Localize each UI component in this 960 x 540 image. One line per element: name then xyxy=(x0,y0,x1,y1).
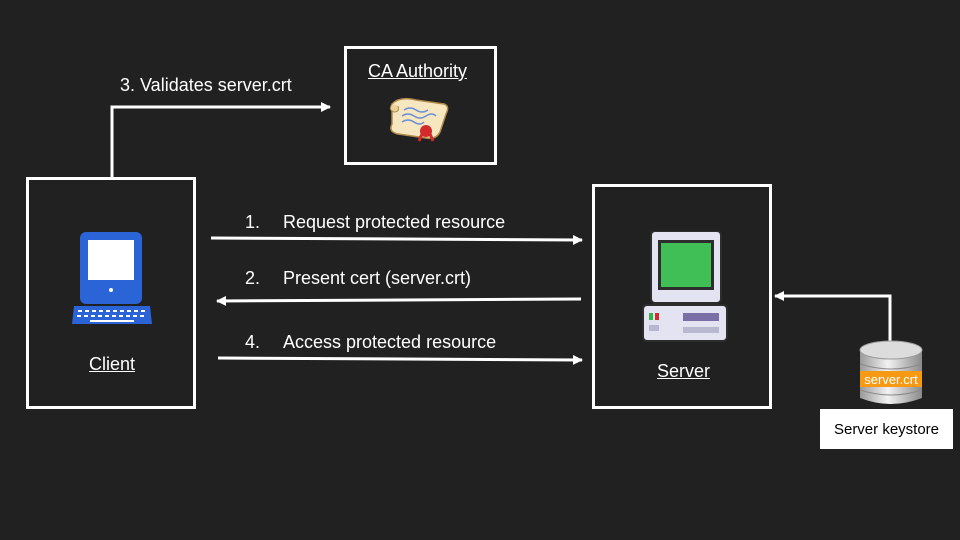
arrow-present-cert xyxy=(216,295,582,306)
ca-authority-box xyxy=(344,46,497,165)
arrow-request xyxy=(210,234,583,245)
step-2-number: 2. xyxy=(245,268,261,288)
database-label: server.crt xyxy=(864,372,918,387)
server-keystore-box: Server keystore xyxy=(820,409,953,449)
client-label: Client xyxy=(89,354,136,374)
desktop-computer-icon xyxy=(72,232,152,324)
step-1-label: Request protected resource xyxy=(283,212,506,232)
arrow-client-to-ca xyxy=(110,102,331,178)
step-3-label: 3. Validates server.crt xyxy=(120,75,292,95)
ca-authority-label: CA Authority xyxy=(368,61,468,81)
arrow-access xyxy=(217,354,583,365)
database-icon xyxy=(859,340,923,404)
server-keystore-label: Server keystore xyxy=(833,420,940,438)
client-box xyxy=(26,177,196,409)
arrow-keystore-to-server xyxy=(774,291,892,342)
server-computer-icon xyxy=(642,231,728,342)
certificate-scroll-icon xyxy=(389,97,449,142)
step-4-label: Access protected resource xyxy=(283,332,497,352)
step-4-number: 4. xyxy=(245,332,261,352)
step-1-number: 1. xyxy=(245,212,261,232)
server-label: Server xyxy=(657,361,711,381)
server-box xyxy=(592,184,772,409)
step-2-label: Present cert (server.crt) xyxy=(283,268,472,288)
